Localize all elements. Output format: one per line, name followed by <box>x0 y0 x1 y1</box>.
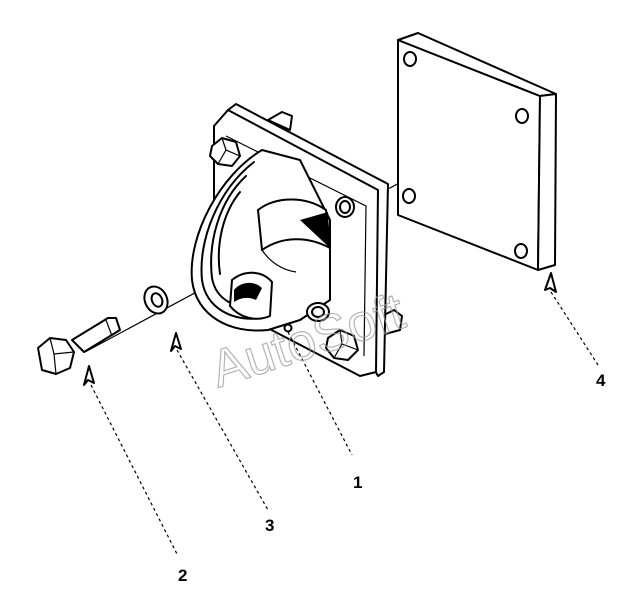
part-2-bolt <box>37 317 121 386</box>
part-1-housing <box>190 103 403 377</box>
callout-label-1: 1 <box>353 473 362 492</box>
callout-label-4: 4 <box>596 371 606 390</box>
leader-line-3 <box>176 349 269 511</box>
callout-label-3: 3 <box>265 516 274 535</box>
leader-line-2 <box>90 384 179 557</box>
part-4-cover-plate <box>397 32 557 293</box>
callout-label-2: 2 <box>178 566 187 585</box>
part-3-washer <box>143 285 182 352</box>
leader-line-4 <box>550 291 599 366</box>
leader-line-1 <box>287 331 353 456</box>
